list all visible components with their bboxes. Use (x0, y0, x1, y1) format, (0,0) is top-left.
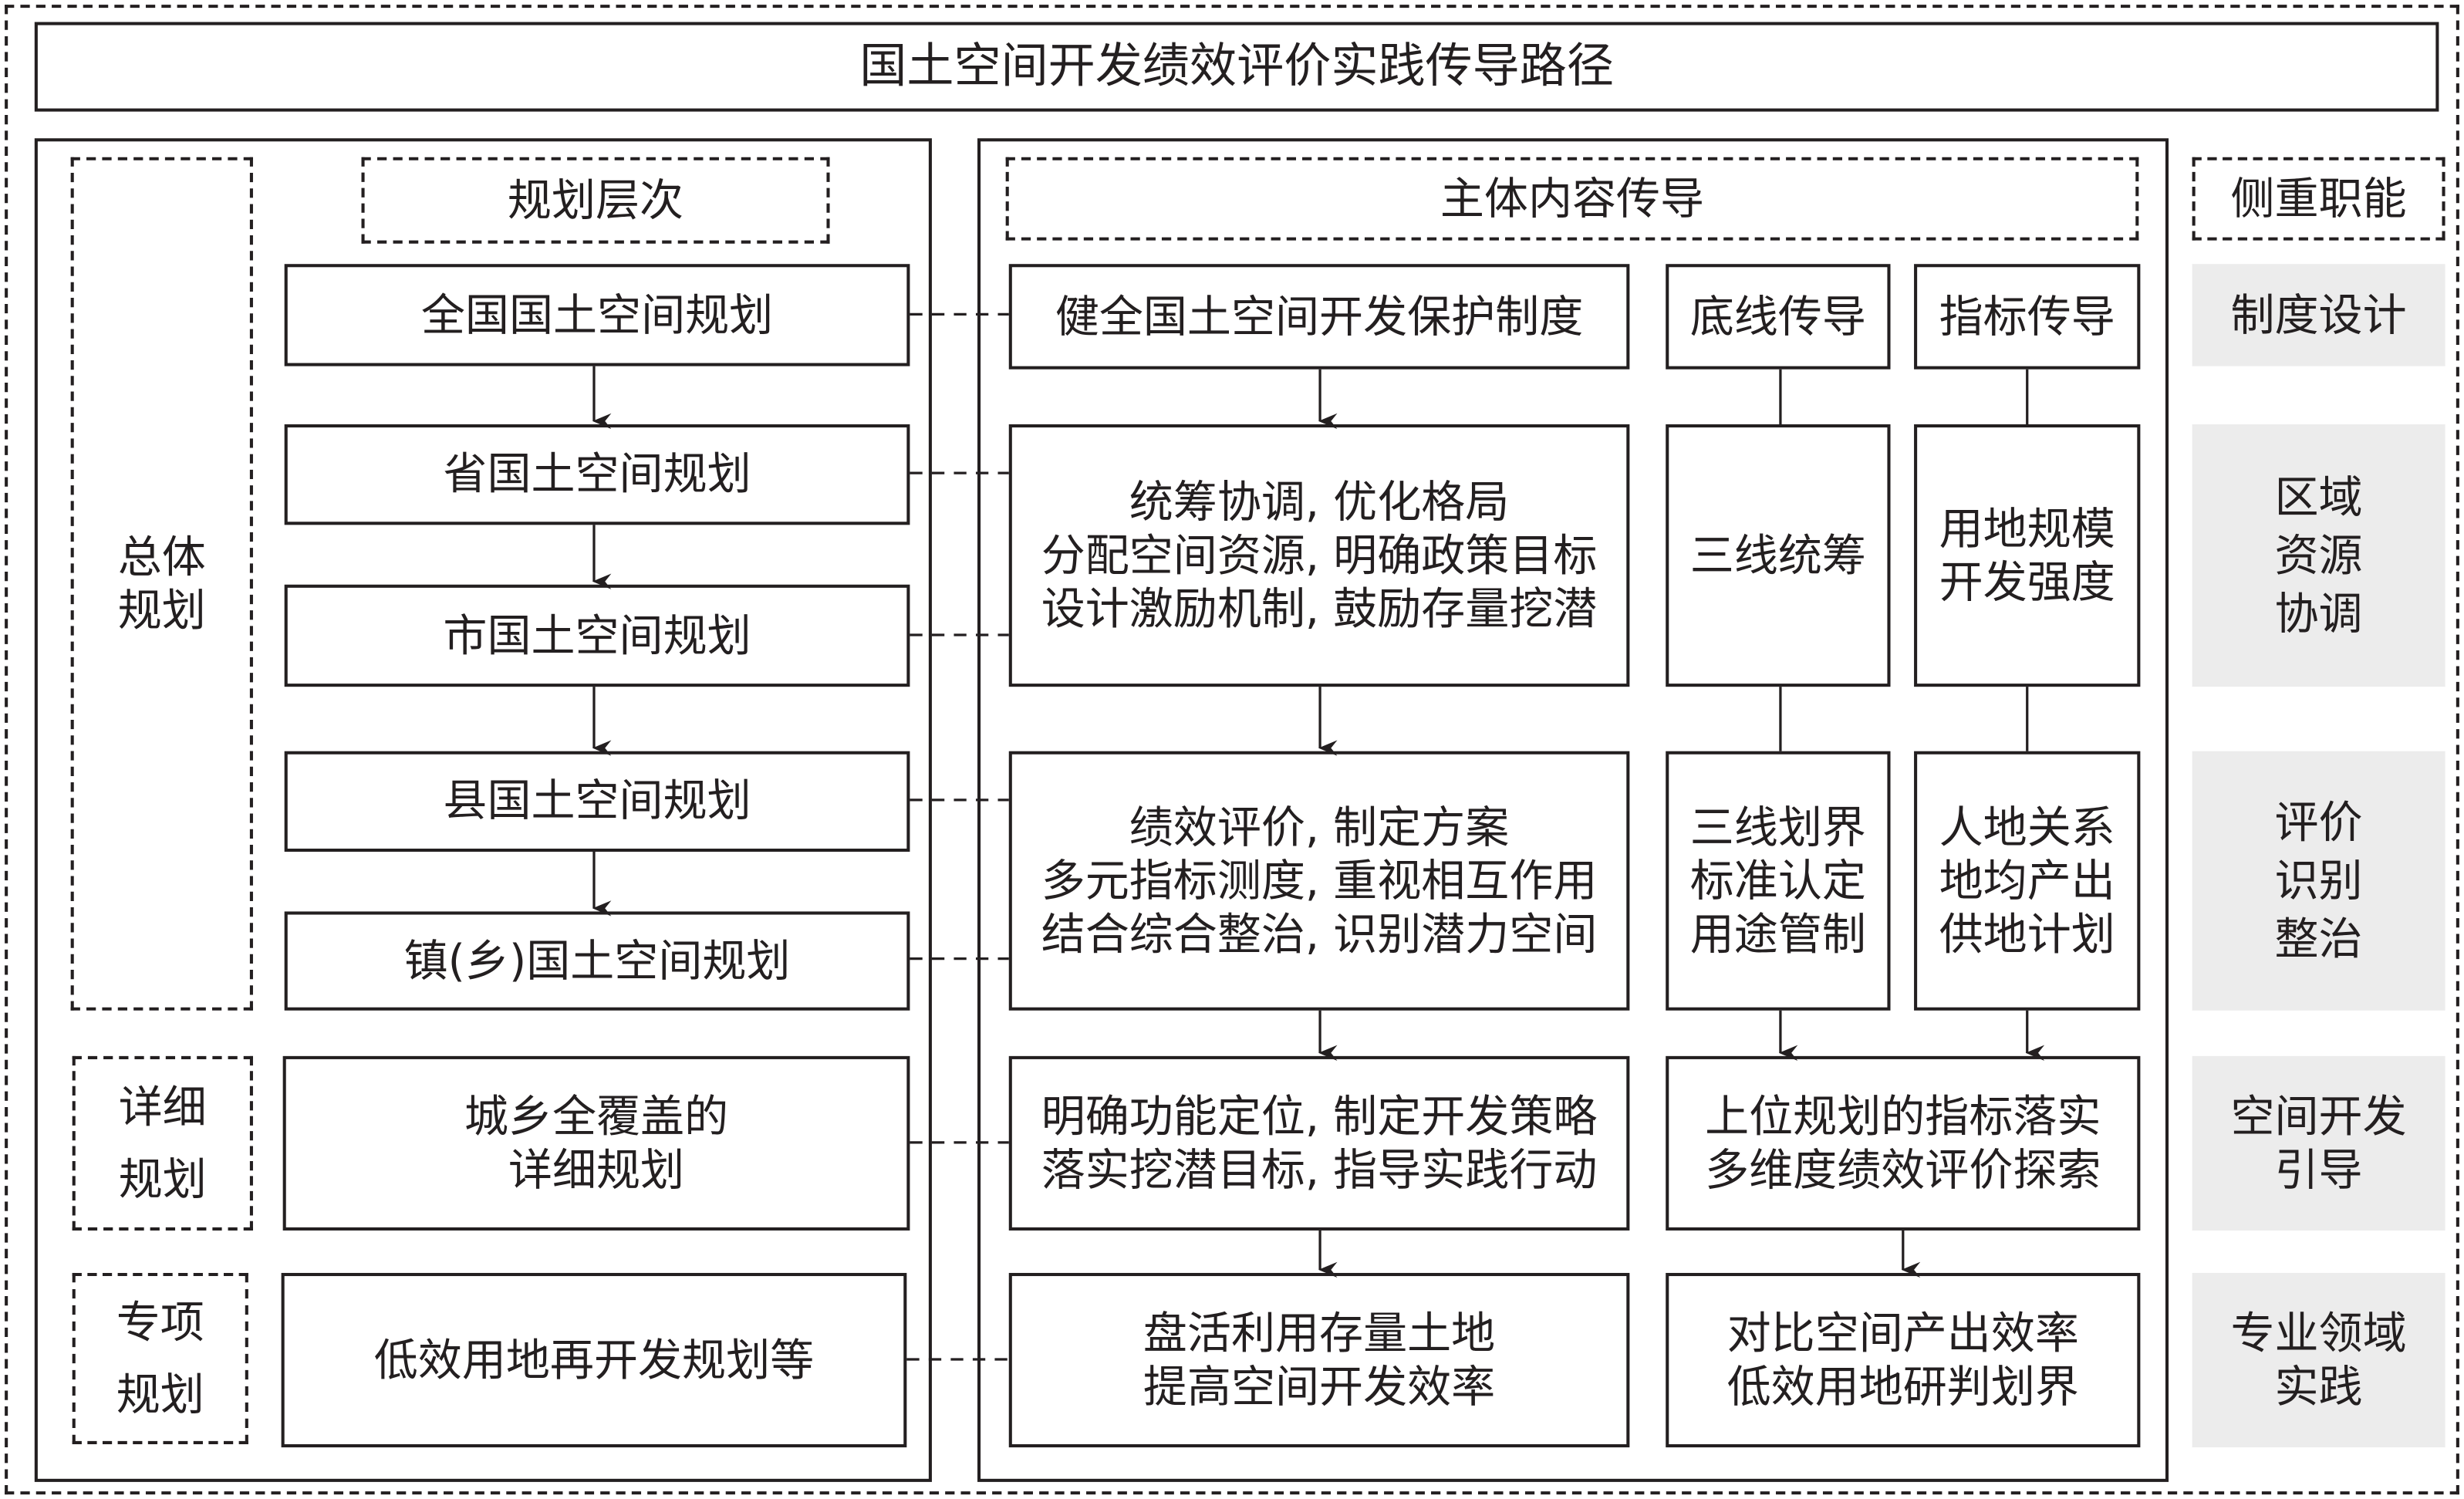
level-town: 镇(乡)国土空间规划 (284, 911, 910, 1011)
indicator-3: 人地关系 地均产出 供地计划 (1914, 751, 2141, 1011)
group-overall-planning: 总体 规划 (70, 157, 253, 1011)
main-content-5: 盘活利用存量土地 提高空间开发效率 (1008, 1272, 1630, 1448)
baseline-header: 底线传导 (1666, 264, 1891, 370)
baseline-3: 三线划界 标准认定 用途管制 (1666, 751, 1891, 1011)
main-content-1: 健全国土空间开发保护制度 (1008, 264, 1630, 370)
detailed-planning-box: 城乡全覆盖的 详细规划 (282, 1055, 910, 1231)
group-detailed-planning: 详细 规划 (72, 1055, 253, 1231)
level-county: 县国土空间规划 (284, 751, 910, 852)
group-special-planning: 专项 规划 (72, 1272, 248, 1445)
merged-content-2: 对比空间产出效率 低效用地研判划界 (1666, 1272, 2141, 1448)
outer-frame (5, 5, 2459, 1495)
main-content-3: 绩效评价, 制定方案 多元指标测度, 重视相互作用 结合综合整治, 识别潜力空间 (1008, 751, 1630, 1011)
indicator-2: 用地规模 开发强度 (1914, 424, 2141, 687)
baseline-2: 三线统筹 (1666, 424, 1891, 687)
function-header: 侧重职能 (2192, 157, 2445, 241)
content-transmission-header: 主体内容传导 (1005, 157, 2139, 241)
level-national: 全国国土空间规划 (284, 264, 910, 366)
function-4: 空间开发 引导 (2192, 1055, 2445, 1231)
planning-level-header: 规划层次 (361, 157, 830, 244)
function-5: 专业领域 实践 (2192, 1272, 2445, 1448)
function-2: 区域 资源 协调 (2192, 424, 2445, 687)
main-content-4: 明确功能定位, 制定开发策略 落实挖潜目标, 指导实践行动 (1008, 1055, 1630, 1231)
diagram-title: 国土空间开发绩效评价实践传导路径 (34, 22, 2439, 112)
special-planning-box: 低效用地再开发规划等 (281, 1272, 907, 1448)
function-1: 制度设计 (2192, 264, 2445, 366)
function-3: 评价 识别 整治 (2192, 751, 2445, 1011)
level-provincial: 省国土空间规划 (284, 424, 910, 525)
indicator-header: 指标传导 (1914, 264, 2141, 370)
level-city: 市国土空间规划 (284, 584, 910, 687)
main-content-2: 统筹协调, 优化格局 分配空间资源, 明确政策目标 设计激励机制, 鼓励存量挖潜 (1008, 424, 1630, 687)
merged-content-1: 上位规划的指标落实 多维度绩效评价探索 (1666, 1055, 2141, 1231)
